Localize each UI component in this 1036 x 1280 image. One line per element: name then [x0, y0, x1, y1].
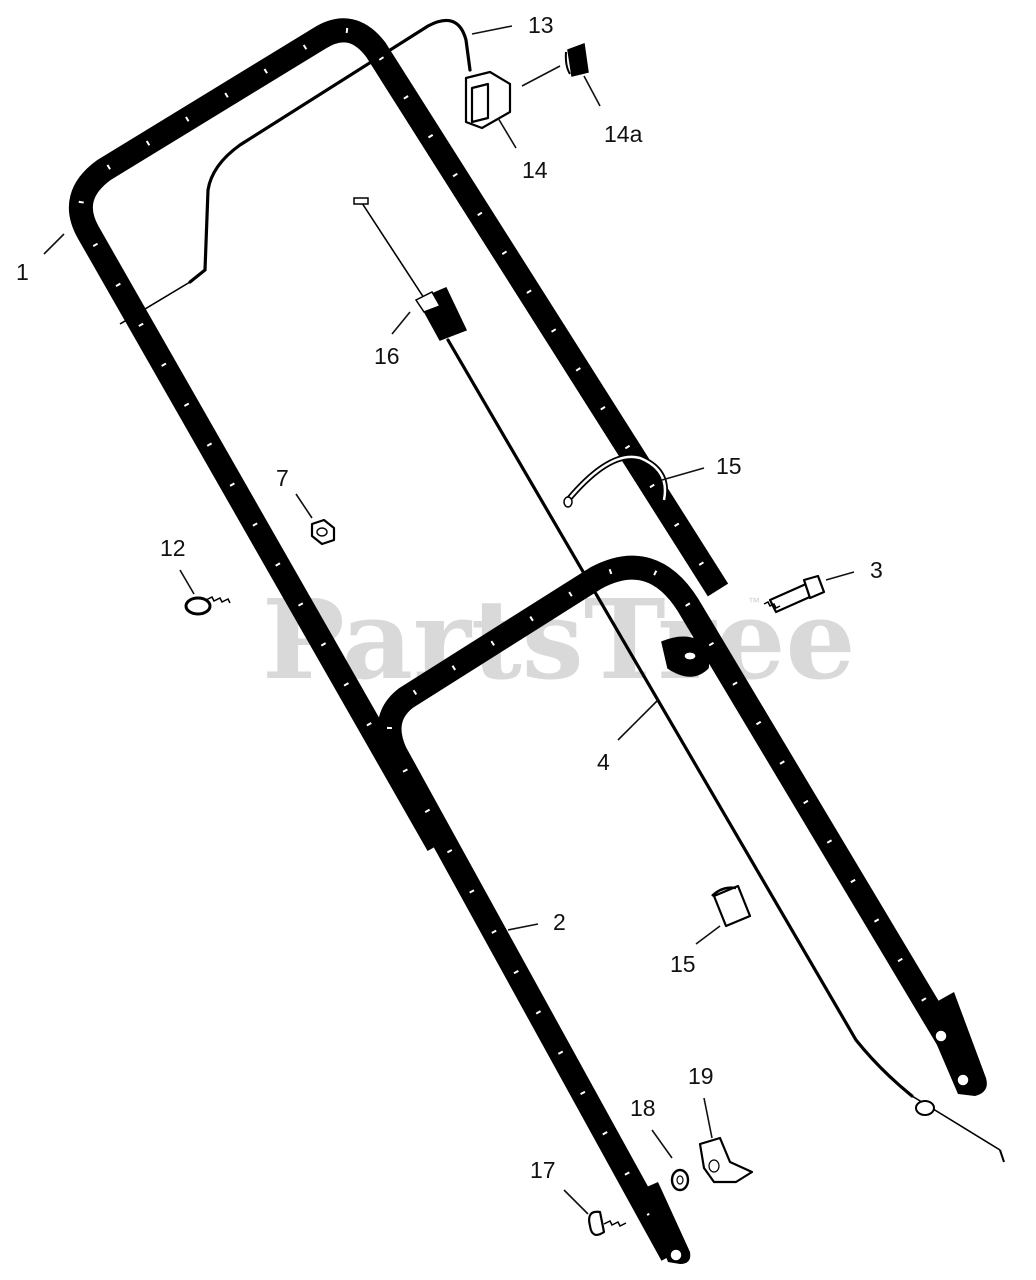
- callout-14: 14: [522, 157, 548, 183]
- part-bolt[interactable]: [763, 574, 826, 614]
- watermark-trademark: ™: [748, 595, 760, 609]
- callout-13: 13: [528, 12, 554, 38]
- part-starter-handle[interactable]: [353, 197, 1005, 1163]
- callout-1: 1: [16, 259, 29, 285]
- part-wing-nut[interactable]: [698, 1136, 754, 1184]
- part-washer[interactable]: [670, 1168, 690, 1192]
- callout-3: 3: [870, 557, 883, 583]
- part-bracket[interactable]: [464, 70, 512, 130]
- part-nut[interactable]: [310, 518, 336, 546]
- callout-12: 12: [160, 535, 186, 561]
- callout-labels: 1 2 3 4 7 12 13 14 14a 15 15 16 17 18 19: [16, 12, 883, 1183]
- part-control-bail[interactable]: [119, 18, 472, 325]
- callout-4: 4: [597, 749, 610, 775]
- part-lower-handle[interactable]: [377, 555, 987, 1264]
- part-clip[interactable]: [711, 884, 752, 928]
- callout-17: 17: [530, 1157, 556, 1183]
- callout-7: 7: [276, 465, 289, 491]
- callout-16: 16: [374, 343, 400, 369]
- leader-lines: [43, 25, 855, 1215]
- callout-2: 2: [553, 909, 566, 935]
- callout-18: 18: [630, 1095, 656, 1121]
- part-knob[interactable]: [661, 636, 711, 677]
- part-cap[interactable]: [564, 42, 589, 77]
- part-carriage-bolt[interactable]: [588, 1210, 627, 1236]
- callout-14a: 14a: [604, 121, 643, 147]
- callout-15-clip: 15: [670, 951, 696, 977]
- part-cable-tie[interactable]: [563, 453, 668, 508]
- callout-15-tie: 15: [716, 453, 742, 479]
- part-eyebolt[interactable]: [184, 595, 231, 616]
- callout-19: 19: [688, 1063, 714, 1089]
